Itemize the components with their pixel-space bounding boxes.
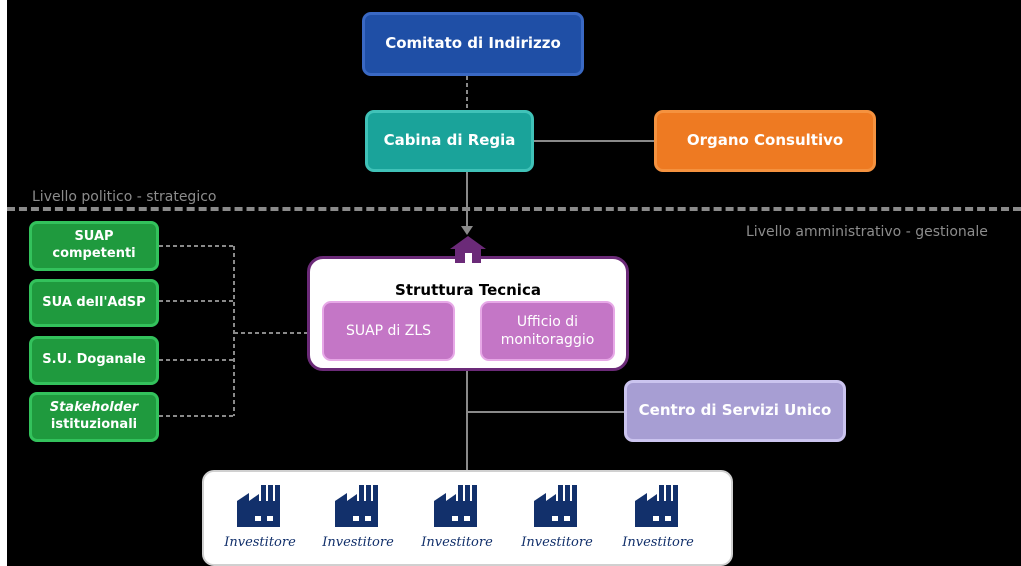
investor-item: Investitore	[412, 483, 502, 550]
node-centro-label: Centro di Servizi Unico	[638, 401, 832, 420]
node-organo-label: Organo Consultivo	[686, 131, 844, 150]
node-suap-zls-label: SUAP di ZLS	[345, 322, 432, 339]
factory-icon	[534, 485, 577, 527]
investor-label: Investitore	[421, 535, 493, 550]
node-comitato-label: Comitato di Indirizzo	[385, 34, 561, 53]
connectors	[159, 76, 654, 470]
factory-icon	[237, 485, 280, 527]
left-box-stakeholder: Stakeholder istituzionali	[29, 392, 159, 442]
investor-label: Investitore	[322, 535, 394, 550]
node-ufficio-monitoraggio: Ufficio di monitoraggio	[480, 301, 615, 361]
node-centro-servizi-unico: Centro di Servizi Unico	[624, 380, 846, 442]
node-ufficio-line-1: Ufficio di	[516, 313, 579, 330]
left-box-sua-adsp: SUA dell'AdSP	[29, 279, 159, 327]
diagram-canvas: Comitato di Indirizzo Cabina di Regia Or…	[7, 0, 1021, 566]
left-box-4-line-2: istituzionali	[50, 417, 138, 432]
investor-item: Investitore	[313, 483, 403, 550]
level-divider	[7, 207, 1021, 211]
investor-item: Investitore	[215, 483, 305, 550]
left-box-1-line-1: SUAP	[74, 229, 114, 245]
struttura-tecnica-title: Struttura Tecnica	[395, 281, 541, 299]
left-box-1-line-2: competenti	[52, 246, 136, 261]
home-icon	[450, 236, 486, 263]
investor-label: Investitore	[622, 535, 694, 550]
node-organo-consultivo: Organo Consultivo	[654, 110, 876, 172]
left-box-4-line-1: Stakeholder	[49, 400, 139, 416]
level-label-administrative: Livello amministrativo - gestionale	[746, 224, 988, 240]
left-box-suap-competenti: SUAP competenti	[29, 221, 159, 271]
node-cabina-di-regia: Cabina di Regia	[365, 110, 534, 172]
struttura-tecnica-container: Struttura Tecnica SUAP di ZLS Ufficio di…	[307, 256, 629, 371]
node-ufficio-line-2: monitoraggio	[500, 332, 595, 348]
left-box-3-line-1: S.U. Doganale	[42, 352, 146, 368]
investor-item: Investitore	[512, 483, 602, 550]
node-cabina-label: Cabina di Regia	[383, 131, 516, 150]
node-comitato-di-indirizzo: Comitato di Indirizzo	[362, 12, 584, 76]
factory-icon	[434, 485, 477, 527]
level-label-political: Livello politico - strategico	[32, 189, 217, 205]
investor-label: Investitore	[224, 535, 296, 550]
investor-label: Investitore	[521, 535, 593, 550]
left-box-su-doganale: S.U. Doganale	[29, 336, 159, 385]
factory-icon	[335, 485, 378, 527]
node-suap-di-zls: SUAP di ZLS	[322, 301, 455, 361]
left-box-2-line-1: SUA dell'AdSP	[42, 294, 146, 310]
investor-item: Investitore	[613, 483, 703, 550]
factory-icon	[635, 485, 678, 527]
connector-arrowhead	[461, 226, 473, 235]
